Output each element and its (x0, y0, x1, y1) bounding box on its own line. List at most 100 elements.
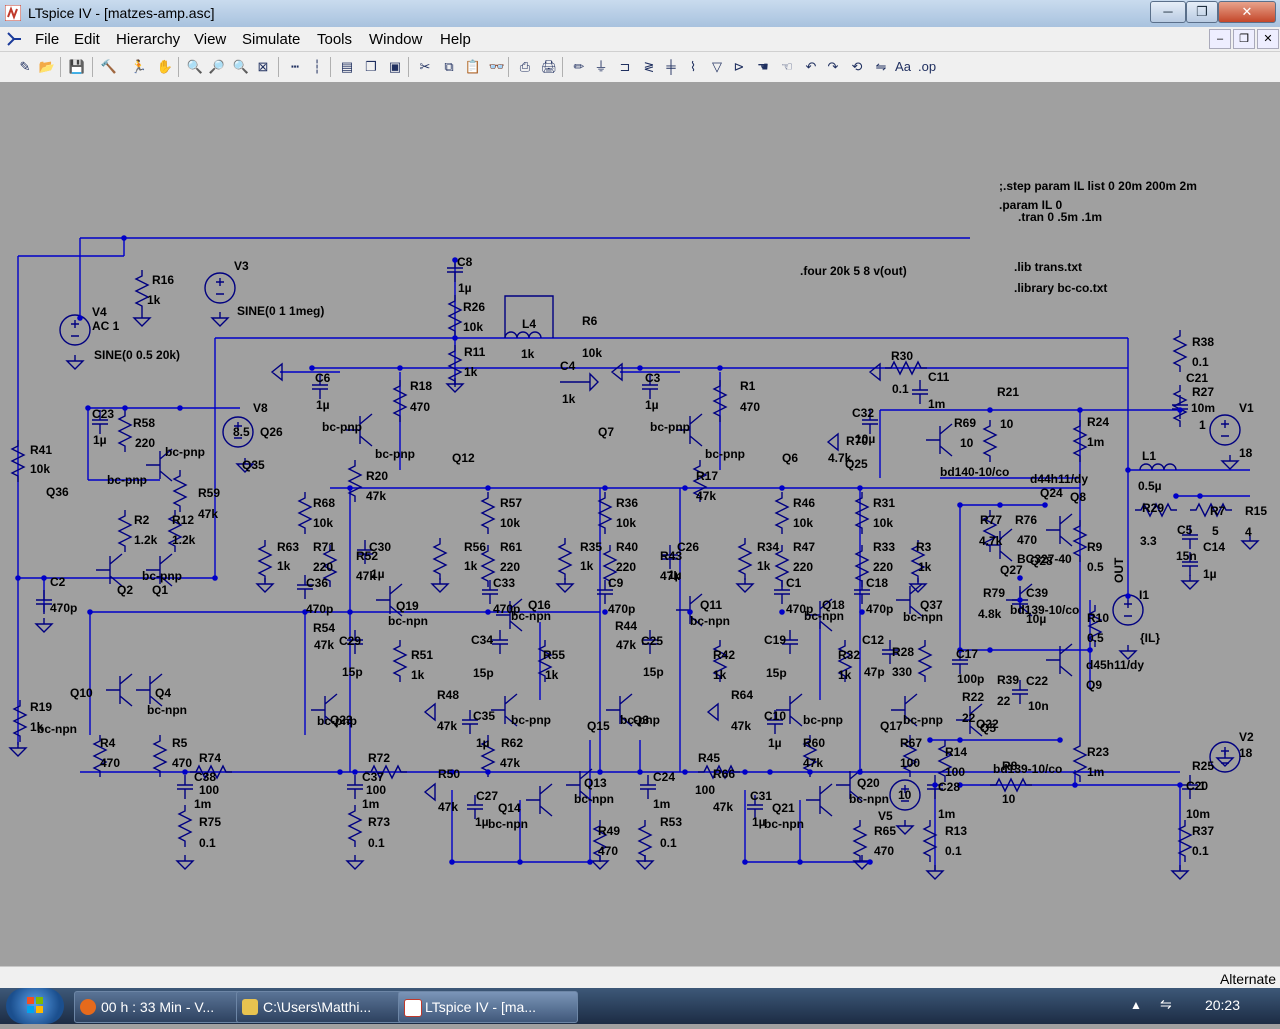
spice-directive-icon[interactable]: .op (918, 59, 937, 74)
junction-dot (1072, 782, 1078, 788)
resistor-symbol (837, 640, 853, 682)
component-label: Q19 (396, 599, 419, 613)
rotate-icon[interactable]: ⟲ (851, 59, 863, 74)
directive-library[interactable]: .library bc-co.txt (1014, 281, 1107, 295)
zoom-out-icon[interactable]: 🔍 (232, 59, 250, 74)
menu-window[interactable]: Window (369, 31, 423, 48)
source-v4-extra: SINE(0 0.5 20k) (94, 348, 180, 362)
clock[interactable]: 20:23 (1204, 997, 1240, 1013)
component-label: 1 (1199, 779, 1206, 793)
zoom-full-icon[interactable]: ⊠ (257, 59, 269, 74)
ground-icon[interactable]: ⏚ (594, 59, 608, 74)
drag-icon[interactable]: ☜ (781, 59, 793, 74)
close-button[interactable]: ✕ (1218, 1, 1276, 23)
inductor-icon[interactable]: ⌇ (689, 59, 697, 74)
directive-lib[interactable]: .lib trans.txt (1014, 260, 1082, 274)
capacitor-icon[interactable]: ╪ (666, 59, 676, 74)
component-label: 15p (473, 666, 494, 680)
component-label: 47k (713, 800, 733, 814)
run-icon[interactable]: 🏃 (130, 59, 148, 74)
component-label: C24 (653, 770, 675, 784)
open-icon[interactable]: 📂 (38, 59, 56, 74)
show-hidden-icons-icon[interactable]: ▲ (1130, 998, 1142, 1012)
fft-icon[interactable]: ┆ (313, 59, 321, 74)
component-icon[interactable]: ⊳ (733, 59, 745, 74)
wire-icon[interactable]: ✏ (573, 59, 585, 74)
component-label: R45 (698, 751, 720, 765)
menu-edit[interactable]: Edit (74, 31, 100, 48)
start-button[interactable] (6, 988, 64, 1024)
zoom-in-icon[interactable]: 🔍 (186, 59, 204, 74)
maximize-button[interactable]: ❐ (1186, 1, 1218, 23)
copy-icon[interactable]: ⧉ (444, 59, 454, 74)
component-label: 47k (438, 800, 458, 814)
label-icon[interactable]: ⊐ (619, 59, 631, 74)
component-label: R67 (900, 736, 922, 750)
source-symbol (1209, 414, 1241, 446)
menu-view[interactable]: View (194, 31, 227, 48)
find-icon[interactable]: 👓 (488, 59, 506, 74)
print-setup-icon[interactable]: ⎙ (519, 59, 531, 74)
component-label: R66 (713, 767, 735, 781)
pan-icon[interactable]: 🔎 (208, 59, 226, 74)
directive-four[interactable]: .four 20k 5 8 v(out) (800, 264, 907, 278)
component-label: C21 (1186, 371, 1208, 385)
component-label: R17 (696, 469, 718, 483)
component-label: R18 (410, 379, 432, 393)
menu-file[interactable]: File (35, 31, 60, 48)
mdi-restore-button[interactable]: ❐ (1233, 29, 1255, 49)
network-icon[interactable]: ⇋ (1160, 996, 1172, 1012)
cut-icon[interactable]: ✂ (419, 59, 431, 74)
capacitor-symbol (357, 540, 373, 564)
menu-simulate[interactable]: Simulate (242, 31, 301, 48)
junction-dot (452, 257, 458, 263)
spice-directives[interactable]: ;.step param IL list 0 20m 200m 2m .para… (800, 179, 1197, 295)
mdi-close-button[interactable]: ✕ (1257, 29, 1279, 49)
undo-icon[interactable]: ↶ (805, 59, 817, 74)
capacitor-symbol (177, 775, 193, 799)
text-icon[interactable]: Aa (895, 59, 911, 74)
directive-step[interactable]: ;.step param IL list 0 20m 200m 2m (999, 179, 1197, 193)
ground-symbol (175, 855, 195, 870)
paste-icon[interactable]: 📋 (464, 59, 482, 74)
halt-icon[interactable]: ✋ (156, 59, 174, 74)
close-all-icon[interactable]: ▣ (388, 59, 402, 74)
menu-hierarchy[interactable]: Hierarchy (116, 31, 181, 48)
component-label: C1 (786, 576, 802, 590)
new-schematic-icon[interactable]: ✎ (19, 59, 31, 74)
print-icon[interactable]: 🖨 (540, 59, 558, 74)
minimize-button[interactable]: ─ (1150, 1, 1186, 23)
directive-tran[interactable]: .tran 0 .5m .1m (1018, 210, 1102, 224)
junction-dot (767, 769, 773, 775)
ground-symbol (555, 578, 575, 593)
toolbar-separator (562, 57, 563, 77)
component-label: 4.8k (978, 607, 1002, 621)
component-label: R8 (1002, 759, 1018, 773)
taskbar-item-explorer[interactable]: C:\Users\Matthi... (236, 991, 416, 1023)
diode-icon[interactable]: ▽ (712, 59, 722, 74)
directive-param[interactable]: .param IL 0 (999, 198, 1062, 212)
ground-symbol (895, 820, 915, 835)
resistor-symbol (885, 360, 927, 376)
cascade-icon[interactable]: ❐ (365, 59, 377, 74)
resistor-icon[interactable]: ≷ (643, 59, 655, 74)
menu-help[interactable]: Help (440, 31, 471, 48)
junction-dot (485, 485, 491, 491)
capacitor-symbol (1182, 525, 1198, 549)
control-panel-icon[interactable]: 🔨 (100, 59, 118, 74)
taskbar-item-firefox[interactable]: 00 h : 33 Min - V... (74, 991, 252, 1023)
taskbar-item-ltspice[interactable]: LTspice IV - [ma... (398, 991, 578, 1023)
component-label: Q14 (498, 801, 521, 815)
move-icon[interactable]: ☚ (757, 59, 769, 74)
mirror-icon[interactable]: ⇋ (875, 59, 887, 74)
save-icon[interactable]: 💾 (68, 59, 86, 74)
component-label: Q1 (152, 583, 168, 597)
mdi-minimize-button[interactable]: – (1209, 29, 1231, 49)
menu-tools[interactable]: Tools (317, 31, 353, 48)
redo-icon[interactable]: ↷ (827, 59, 839, 74)
document-icon[interactable] (6, 31, 22, 47)
autoscale-icon[interactable]: ┅ (291, 59, 299, 74)
tile-icon[interactable]: ▤ (340, 59, 354, 74)
